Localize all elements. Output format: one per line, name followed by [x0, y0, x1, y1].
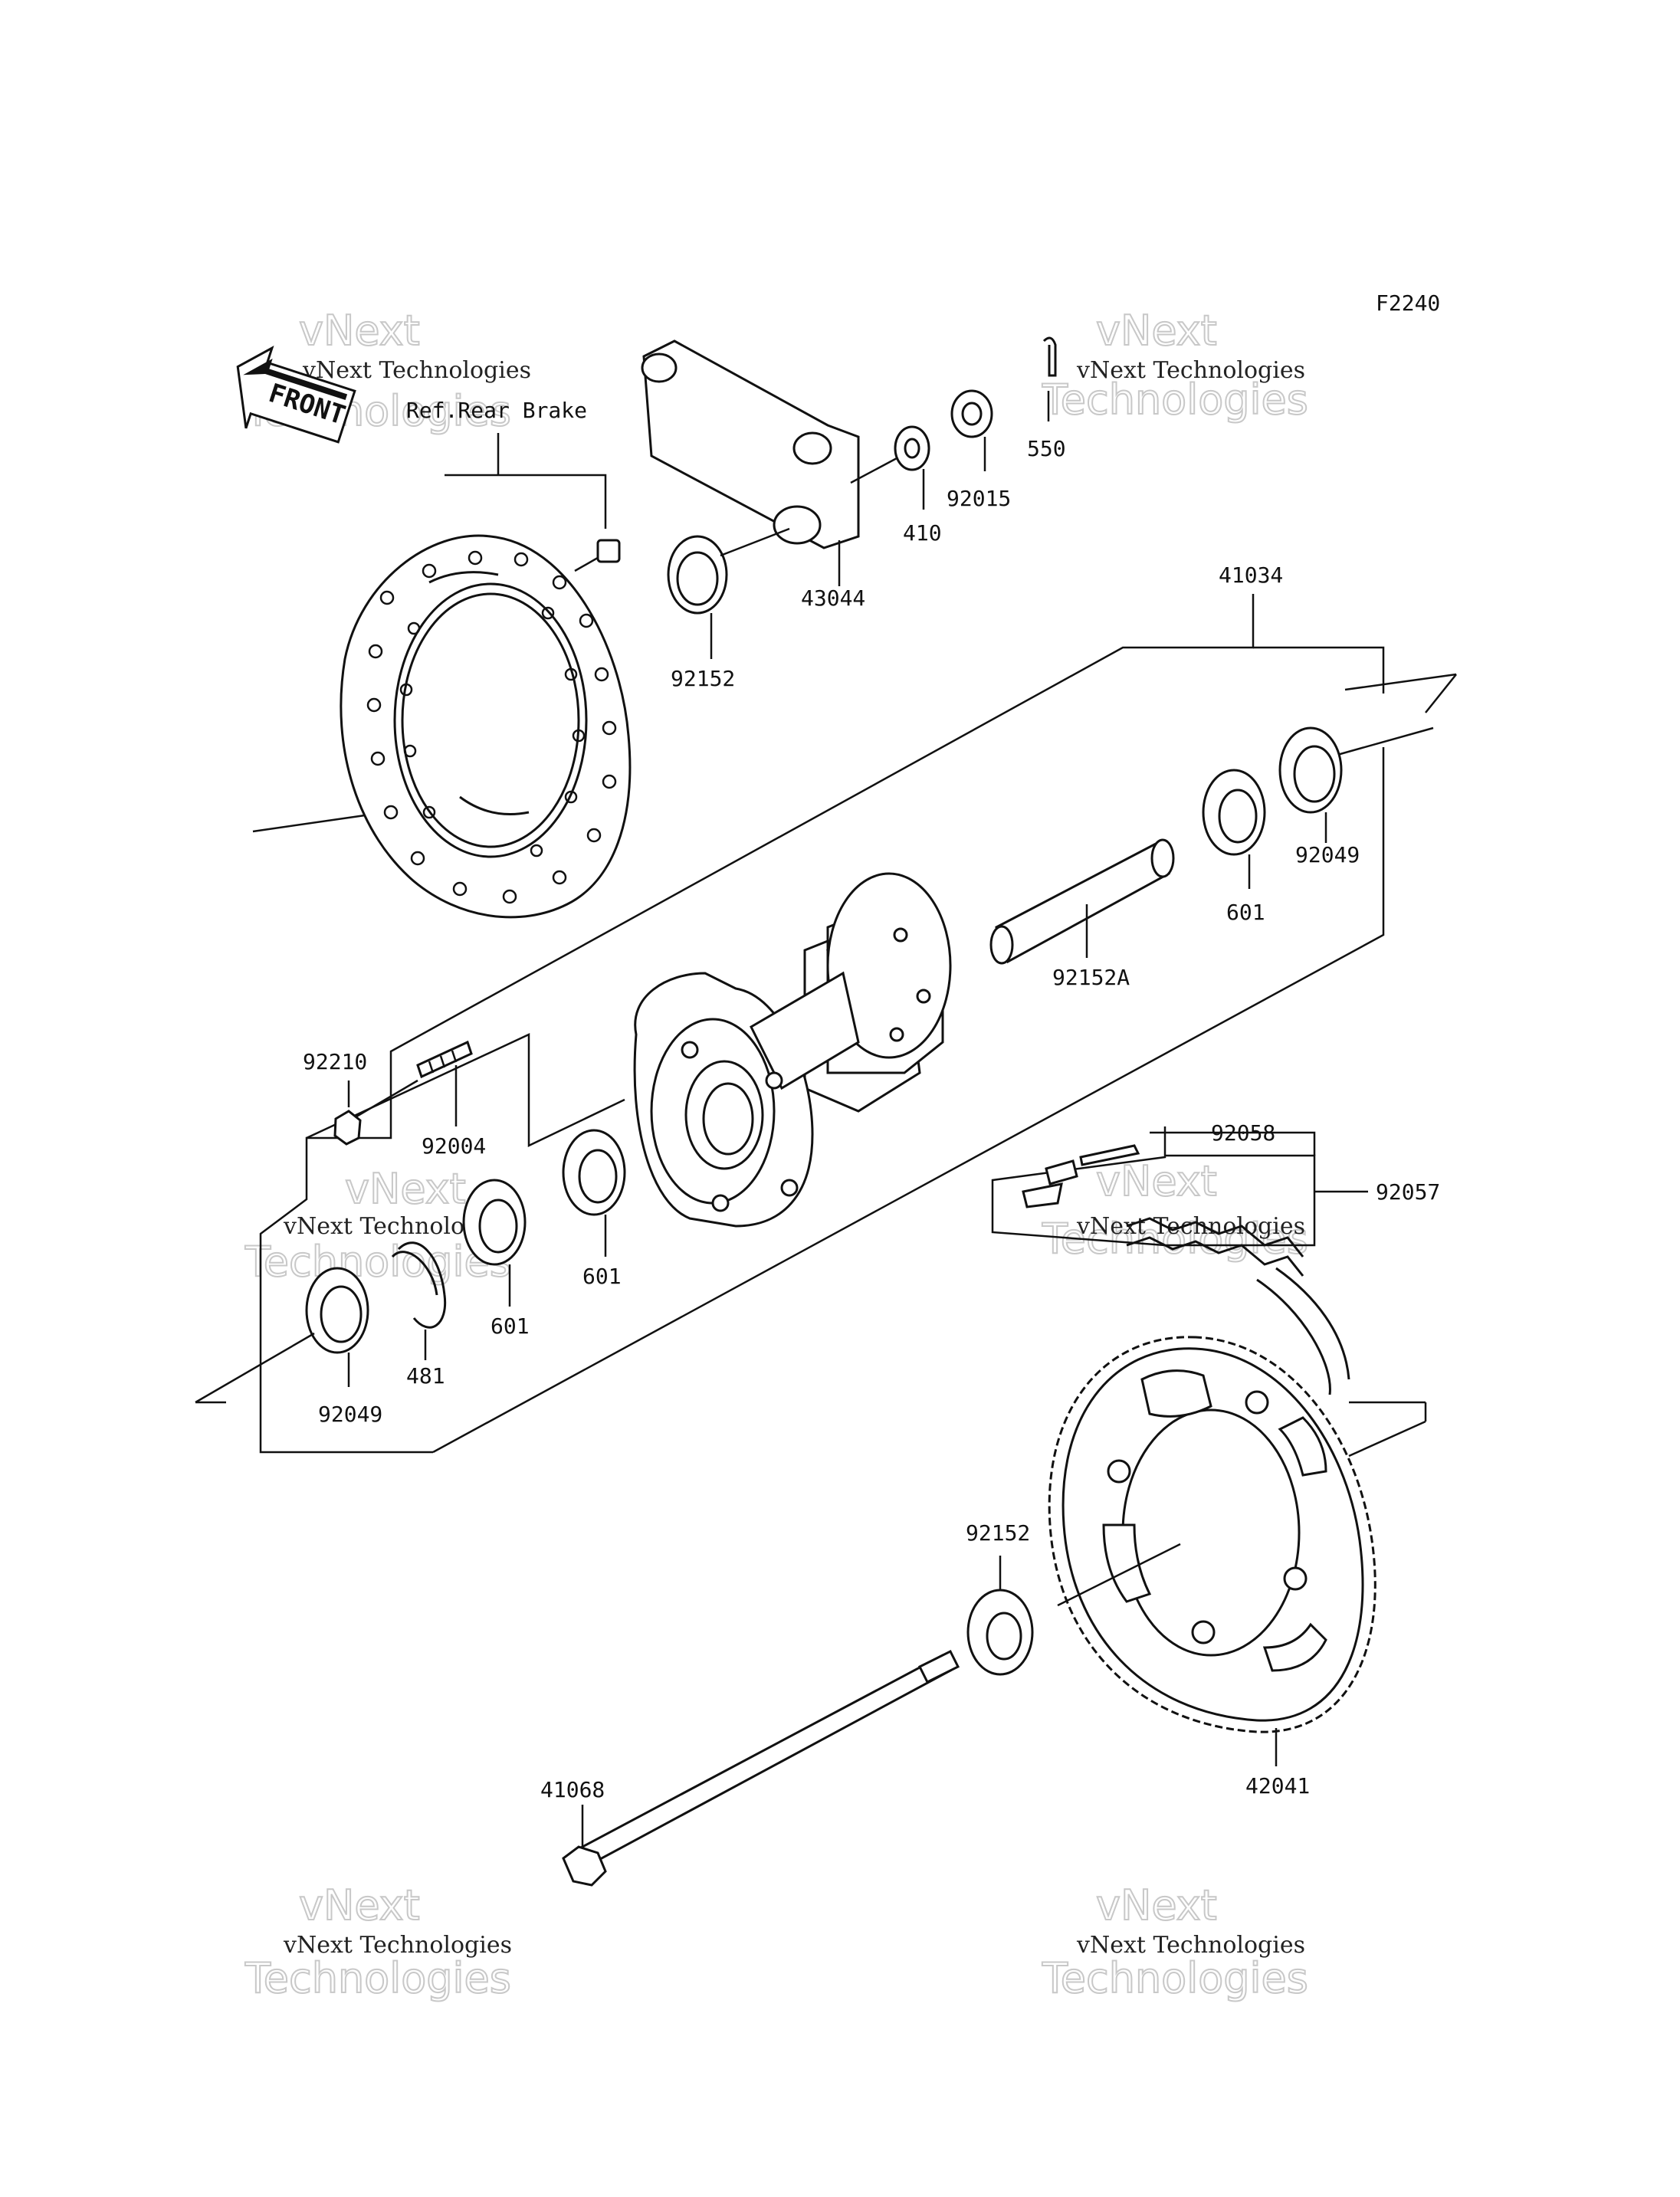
watermark-top-right: vNext Technologies vNext Technologies — [1041, 306, 1309, 425]
part-label-92015: 92015 — [947, 486, 1011, 511]
cotter-pin-550 — [1042, 336, 1057, 421]
ref-rear-brake-note: Ref.Rear Brake — [406, 398, 587, 423]
spacer-92152-low — [966, 1556, 1034, 1676]
rear-axle — [562, 1649, 960, 1887]
chain-joint-box — [991, 1126, 1368, 1247]
bearing-601-top — [1202, 769, 1266, 889]
brake-disc — [252, 433, 632, 919]
part-label-92004: 92004 — [422, 1133, 486, 1159]
part-label-92152A: 92152A — [1052, 965, 1130, 990]
seal-92152-top — [667, 527, 790, 659]
part-label-42041: 42041 — [1245, 1773, 1310, 1799]
part-label-41034: 41034 — [1219, 562, 1283, 588]
disc-bolt-icon — [574, 539, 621, 572]
part-label-410: 410 — [903, 520, 942, 546]
svg-text:Technologies: Technologies — [244, 1954, 511, 2002]
part-label-43044: 43044 — [801, 585, 865, 611]
part-label-92210: 92210 — [303, 1049, 367, 1074]
part-label-92152-low: 92152 — [966, 1520, 1030, 1546]
watermark-bottom-left: vNext Technologies vNext Technologies — [244, 1881, 512, 2003]
part-label-92058: 92058 — [1211, 1120, 1275, 1146]
svg-text:vNext Technologies: vNext Technologies — [1076, 357, 1305, 384]
bearing-601-mid — [562, 1129, 626, 1257]
svg-text:vNext Technologies: vNext Technologies — [283, 1932, 512, 1959]
svg-text:vNext: vNext — [1096, 1881, 1217, 1930]
seal-92049-top — [1278, 726, 1343, 843]
svg-text:vNext: vNext — [299, 307, 420, 355]
part-label-481: 481 — [406, 1363, 445, 1389]
watermark-bottom-right: vNext Technologies vNext Technologies — [1041, 1881, 1309, 2003]
rear-sprocket — [1048, 1336, 1427, 1766]
part-label-92057: 92057 — [1376, 1179, 1440, 1205]
svg-text:vNext: vNext — [299, 1881, 420, 1930]
svg-text:vNext: vNext — [1096, 307, 1217, 355]
part-label-92152-top: 92152 — [671, 666, 735, 691]
seal-92049-low — [195, 1267, 369, 1404]
svg-text:vNext Technologies: vNext Technologies — [302, 357, 531, 384]
front-arrow-icon: FRONT — [236, 346, 356, 444]
sprocket-coupling — [641, 339, 860, 586]
svg-text:vNext Technologies: vNext Technologies — [1076, 1932, 1305, 1959]
nut-92210 — [333, 1080, 362, 1146]
bearing-601-low — [462, 1179, 527, 1307]
part-label-550: 550 — [1027, 436, 1066, 461]
part-label-92049-low: 92049 — [318, 1402, 382, 1427]
svg-text:vNext Technologies: vNext Technologies — [1076, 1213, 1305, 1240]
part-label-92049-top: 92049 — [1295, 842, 1360, 867]
part-label-601-top: 601 — [1226, 900, 1265, 925]
watermark-mid-right: vNext Technologies vNext Technologies — [1041, 1156, 1309, 1264]
svg-text:Technologies: Technologies — [1042, 1954, 1308, 2002]
wheel-hub — [633, 872, 952, 1228]
svg-text:Technologies: Technologies — [244, 1238, 511, 1286]
drive-chain — [1126, 1217, 1350, 1395]
nut-92015 — [950, 389, 993, 471]
svg-text:Technologies: Technologies — [1042, 375, 1308, 424]
part-label-601-mid: 601 — [582, 1264, 622, 1289]
spacer-tube-92152A — [989, 838, 1175, 965]
stud-92004 — [352, 1040, 473, 1126]
figure-code: F2240 — [1376, 290, 1440, 316]
part-label-41068: 41068 — [540, 1777, 605, 1802]
part-label-601-low: 601 — [491, 1313, 530, 1339]
washer-410 — [850, 425, 930, 510]
circlip-481 — [391, 1241, 447, 1360]
svg-text:vNext: vNext — [345, 1165, 466, 1213]
